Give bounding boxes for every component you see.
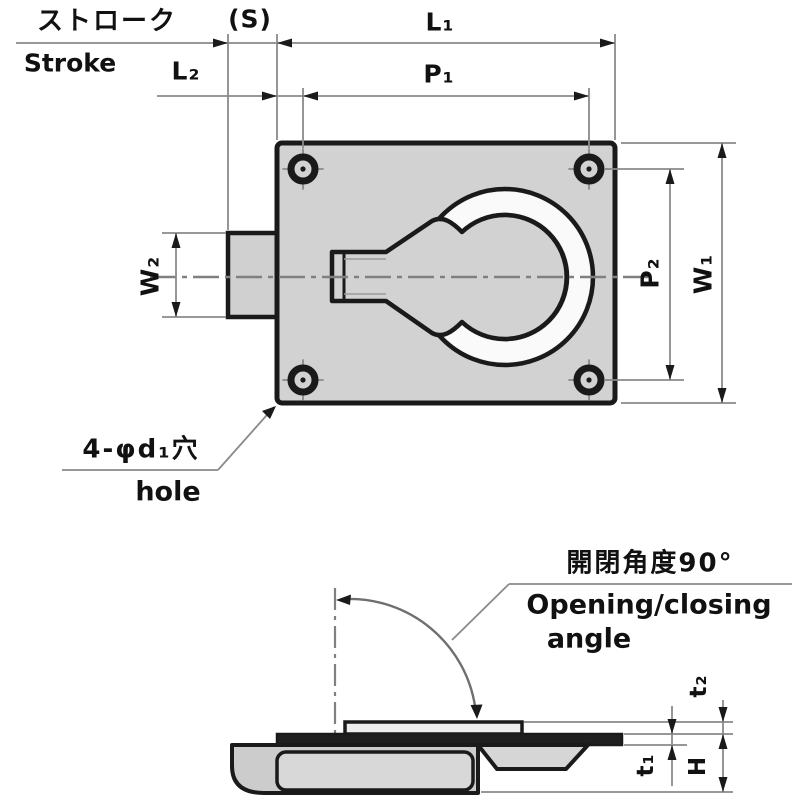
side-view-arrowheads: [667, 707, 728, 792]
side-view: [230, 583, 792, 795]
grip-cutout: [329, 212, 569, 342]
swing-arc-arrow-bottom: [470, 704, 483, 719]
hole-callout-en: hole: [135, 476, 201, 508]
angle-callout-en-line2: angle: [546, 623, 632, 655]
dim-label-l1: L₁: [425, 7, 455, 37]
angle-callout-jp: 開閉角度90°: [566, 548, 734, 579]
dim-label-p2: P₂: [635, 257, 665, 289]
mounting-hole: [282, 148, 324, 190]
mounting-hole: [282, 359, 324, 401]
folded-handle: [343, 720, 524, 736]
top-view: [16, 34, 736, 471]
angle-callout-en-line1: Opening/closing: [526, 589, 772, 621]
swing-arc: [346, 597, 477, 707]
dim-label-l2: L₂: [171, 56, 201, 86]
top-view-arrowheads: [171, 38, 727, 419]
angle-callout-leader: [451, 583, 792, 641]
dim-label-h: H: [685, 755, 711, 777]
mounting-holes: [282, 148, 610, 401]
dim-label-p1: P₁: [423, 59, 455, 89]
top-view-dimensions: [16, 34, 736, 471]
bolt-inner-body: [275, 750, 475, 792]
stroke-label-en: Stroke: [23, 48, 117, 78]
ring-handle: [329, 186, 596, 368]
mounting-hole: [568, 148, 610, 190]
dim-label-w2: W₂: [135, 255, 165, 297]
dim-label-t2: t₂: [686, 674, 712, 698]
hole-callout-jp: 4-φd₁穴: [82, 434, 200, 465]
mounting-hole: [568, 359, 610, 401]
stroke-label-jp: ストローク: [36, 6, 178, 37]
keeper-profile: [476, 743, 590, 771]
dim-label-w1: W₁: [688, 253, 718, 295]
swing-arc-arrow-top: [336, 594, 351, 605]
dim-label-s: (S): [228, 4, 272, 34]
dim-label-t1: t₁: [633, 753, 659, 777]
